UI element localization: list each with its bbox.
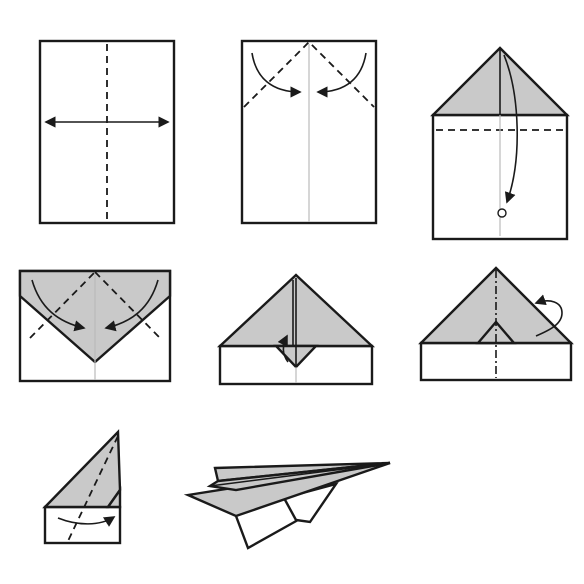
step-3-fold-triangle-down [433, 48, 567, 239]
step-1-fold-in-half [40, 41, 174, 223]
step-4-fold-corners-again [20, 271, 170, 381]
target-point-icon [498, 209, 506, 217]
step-6-fold-in-half-back [421, 268, 571, 380]
step-2-fold-corners [242, 41, 376, 223]
step-7-fold-wing [45, 432, 120, 543]
step-5-fold-small-triangle-up [220, 275, 372, 384]
step-8-finished-airplane [188, 463, 390, 548]
